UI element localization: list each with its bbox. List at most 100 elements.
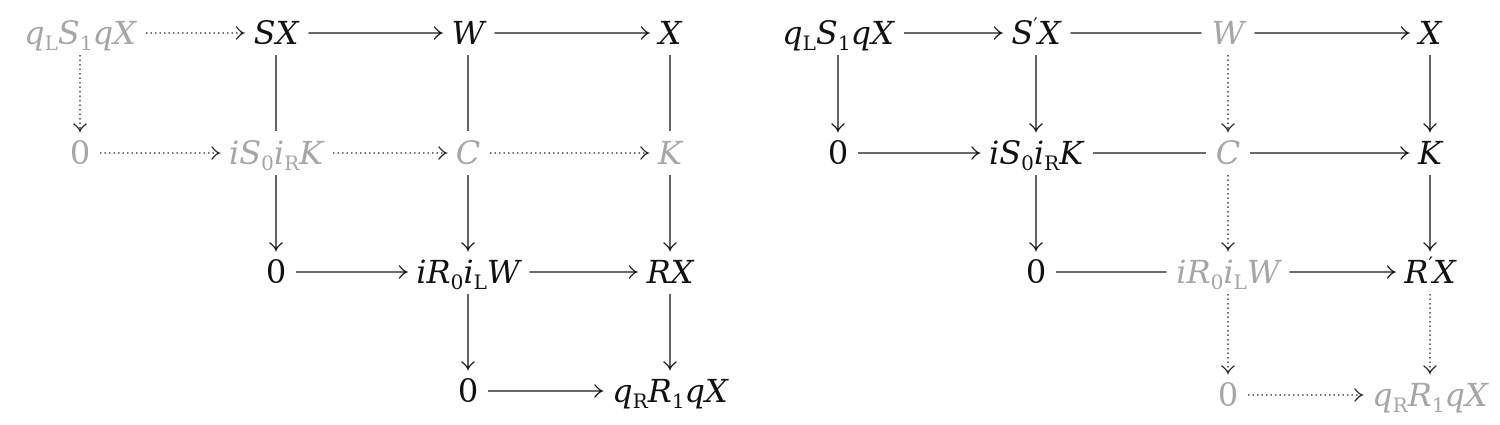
node-token: S — [815, 14, 838, 52]
node-token: ′ — [1033, 13, 1038, 37]
node-l-k: K — [658, 137, 682, 169]
node-r-0c: 0 — [1218, 379, 1238, 411]
node-token: R — [646, 253, 671, 291]
node-token: K — [658, 134, 682, 172]
arrow-l-k-to-l-rx — [663, 175, 677, 253]
node-token: X — [705, 372, 728, 410]
arrow-l-0a-to-l-is0irk — [100, 146, 222, 160]
arrow-l-qls1qx-to-l-0a — [73, 55, 87, 134]
node-token: S — [253, 14, 276, 52]
node-token: C — [1215, 134, 1241, 172]
arrow-head-icon — [640, 146, 651, 160]
node-token: S — [999, 134, 1022, 172]
node-token: S — [239, 134, 262, 172]
node-token: i — [1176, 253, 1187, 291]
node-r-x: X — [1419, 17, 1442, 49]
arrow-r-w-to-r-x — [1254, 26, 1411, 40]
arrow-head-icon — [1423, 242, 1437, 253]
arrow-head-icon — [1400, 146, 1411, 160]
node-r-qrr1qx: qRR1qX — [1372, 376, 1488, 415]
arrow-l-ir0ilw-to-l-0c — [461, 294, 475, 372]
arrow-head-icon — [398, 265, 409, 279]
arrow-head-icon — [269, 242, 283, 253]
node-token: 0 — [1217, 376, 1239, 414]
node-token: X — [113, 14, 136, 52]
arrow-head-icon — [1221, 242, 1235, 253]
node-token: i — [228, 134, 240, 172]
arrow-l-c-to-l-ir0ilw — [461, 175, 475, 253]
node-token: q — [24, 14, 45, 52]
arrow-head-icon — [971, 146, 982, 160]
node-l-sx: SX — [254, 17, 299, 49]
arrow-r-c-to-r-ir0ilw — [1221, 175, 1235, 253]
arrow-l-is0irk-to-l-0b — [269, 175, 283, 253]
arrow-head-icon — [1354, 388, 1365, 402]
node-l-w: W — [452, 17, 485, 49]
arrow-l-w-to-l-x — [494, 26, 651, 40]
node-token: i — [416, 253, 427, 291]
arrow-l-qls1qx-to-l-sx — [146, 26, 246, 40]
arrow-r-qls1qx-to-r-spx — [904, 26, 1004, 40]
node-r-ir0ilw: iR0iLW — [1176, 253, 1279, 292]
node-token: i — [988, 134, 1000, 172]
arrow-head-icon — [663, 242, 677, 253]
arrow-l-rx-to-l-qrr1qx — [663, 294, 677, 372]
node-l-0b: 0 — [266, 256, 286, 288]
node-token: X — [670, 253, 694, 291]
arrow-head-icon — [1029, 123, 1043, 134]
node-token: K — [1059, 134, 1084, 172]
node-token: 1 — [79, 31, 93, 55]
node-token: X — [1418, 14, 1442, 52]
node-l-ir0ilw: iR0iLW — [416, 253, 519, 292]
node-token: X — [871, 14, 894, 52]
node-r-k: K — [1418, 137, 1442, 169]
node-token: ′ — [1428, 252, 1433, 276]
arrow-head-icon — [1029, 242, 1043, 253]
arrow-head-icon — [235, 26, 246, 40]
arrow-head-icon — [461, 361, 475, 372]
node-token: 0 — [265, 253, 287, 291]
arrow-head-icon — [594, 384, 605, 398]
node-token: W — [1211, 14, 1245, 52]
node-token: K — [299, 134, 324, 172]
node-l-qls1qx: qLS1qX — [24, 14, 136, 53]
node-token: 0 — [827, 134, 849, 172]
arrow-head-icon — [1400, 26, 1411, 40]
arrow-r-x-to-r-k — [1423, 55, 1437, 134]
node-token: 0 — [1210, 270, 1224, 294]
arrow-head-icon — [1221, 365, 1235, 376]
node-token: q — [612, 372, 633, 410]
arrow-head-icon — [1423, 365, 1437, 376]
node-token: R — [284, 151, 300, 175]
arrow-head-icon — [433, 26, 444, 40]
arrow-r-k-to-r-rpx — [1423, 175, 1437, 253]
node-token: i — [273, 134, 285, 172]
arrow-r-0c-to-r-qrr1qx — [1248, 388, 1365, 402]
node-token: 0 — [1025, 253, 1047, 291]
node-token: 0 — [457, 372, 479, 410]
arrow-head-icon — [438, 146, 449, 160]
node-l-rx: RX — [647, 256, 694, 288]
node-token: L — [473, 270, 487, 294]
node-token: q — [1372, 376, 1393, 414]
node-r-is0irk: iS0iRK — [988, 134, 1084, 173]
node-token: S — [57, 14, 80, 52]
node-token: 1 — [837, 31, 851, 55]
node-token: K — [1418, 134, 1442, 172]
node-token: R — [426, 253, 451, 291]
arrow-l-sx-to-l-w — [308, 26, 444, 40]
node-r-rpx: R′X — [1404, 253, 1456, 291]
node-token: C — [455, 134, 481, 172]
node-token: W — [451, 14, 485, 52]
arrow-r-ir0ilw-to-r-0c — [1221, 294, 1235, 376]
node-r-0b: 0 — [1026, 256, 1046, 288]
arrow-l-0b-to-l-ir0ilw — [296, 265, 409, 279]
arrow-r-0a-to-r-is0irk — [858, 146, 982, 160]
node-l-c: C — [456, 137, 480, 169]
node-token: i — [1223, 253, 1234, 291]
arrow-l-0c-to-l-qrr1qx — [488, 384, 605, 398]
node-token: L — [44, 31, 58, 55]
node-token: X — [1432, 253, 1456, 291]
